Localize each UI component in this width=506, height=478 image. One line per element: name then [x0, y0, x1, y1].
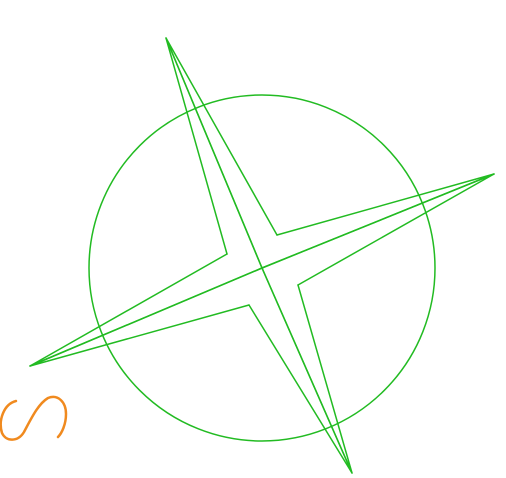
- compass-point-south-left: [249, 268, 352, 473]
- compass-point-west-upper: [30, 254, 262, 366]
- compass-rose: [30, 38, 494, 473]
- orange-handwritten-s-icon: [1, 397, 66, 440]
